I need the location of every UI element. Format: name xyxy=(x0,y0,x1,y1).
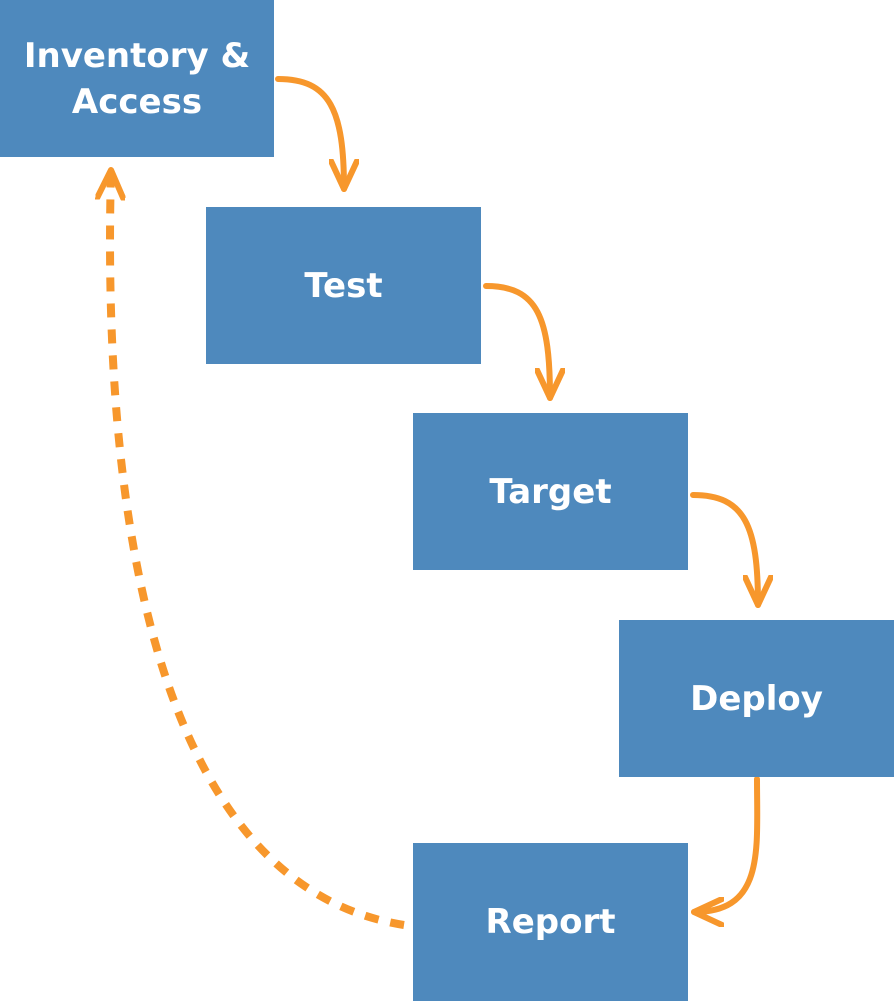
step-label: Target xyxy=(489,471,612,512)
arrow-inventory-to-test xyxy=(275,76,344,192)
step-inventory-access: Inventory & Access xyxy=(0,0,274,157)
arrow-report-to-inventory-dashed xyxy=(110,170,405,929)
arrow-target-to-deploy xyxy=(690,492,758,608)
arrow-deploy-to-report xyxy=(691,776,761,912)
step-deploy: Deploy xyxy=(619,620,894,777)
step-label: Deploy xyxy=(690,678,823,719)
step-target: Target xyxy=(413,413,688,570)
step-test: Test xyxy=(206,207,481,364)
arrow-test-to-target xyxy=(483,283,550,401)
step-label: Report xyxy=(485,902,616,942)
step-label: Inventory & Access xyxy=(23,35,251,122)
step-report: Report xyxy=(413,843,688,1001)
step-label: Test xyxy=(304,265,383,306)
